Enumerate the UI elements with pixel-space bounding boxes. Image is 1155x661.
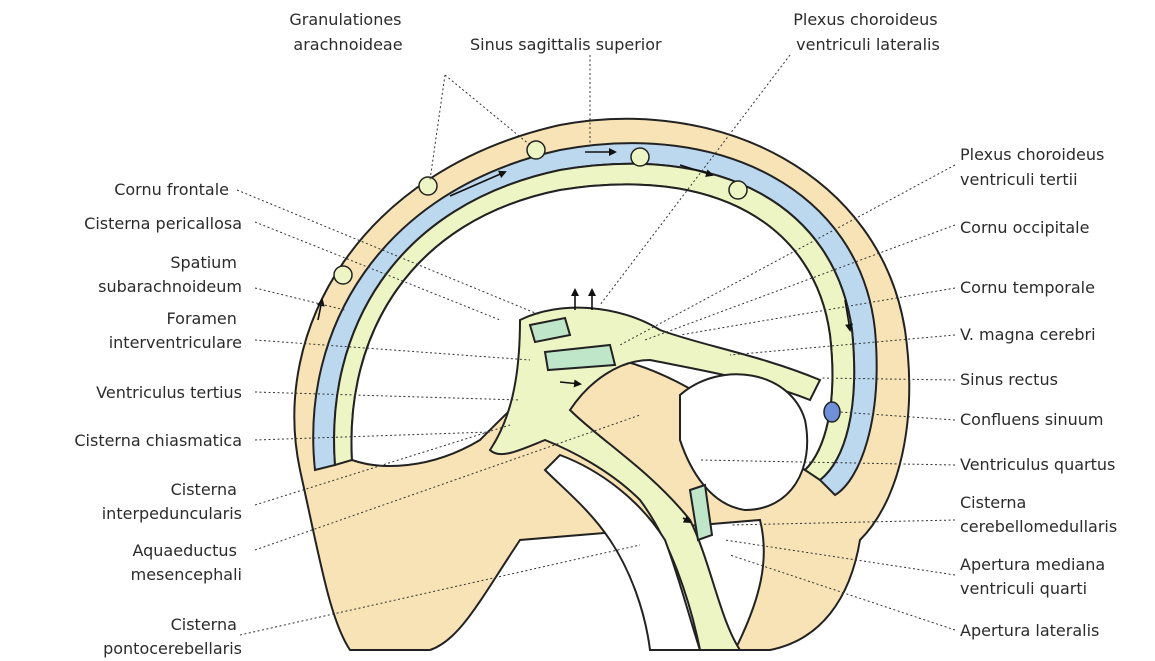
label-granulationes: Granulationes arachnoideae (289, 10, 406, 54)
label-plexus-tertii: Plexus choroideus ventriculi tertii (960, 145, 1109, 189)
label-foramen: Foramen interventriculare (109, 309, 242, 352)
label-cornu-frontale: Cornu frontale (114, 180, 229, 199)
granulation (334, 266, 352, 284)
label-confluens: Confluens sinuum (960, 410, 1104, 429)
label-ventriculus-tertius: Ventriculus tertius (96, 383, 242, 402)
label-cisterna-pericallosa: Cisterna pericallosa (84, 214, 242, 233)
label-sinus-rectus: Sinus rectus (960, 370, 1058, 389)
label-apertura-mediana: Apertura mediana ventriculi quarti (960, 555, 1110, 598)
granulation (527, 141, 545, 159)
label-cornu-temporale: Cornu temporale (960, 278, 1095, 297)
granulation (419, 177, 437, 195)
label-cornu-occipitale: Cornu occipitale (960, 218, 1089, 237)
label-plexus-lateralis: Plexus choroideus ventriculi lateralis (793, 10, 942, 54)
label-v-magna: V. magna cerebri (960, 325, 1096, 344)
label-cisterna-cerebellomedullaris: Cisterna cerebellomedullaris (960, 493, 1117, 536)
confluens-sinuum (824, 402, 840, 422)
label-apertura-lateralis: Apertura lateralis (960, 621, 1099, 640)
label-sinus-sagittalis: Sinus sagittalis superior (470, 35, 662, 54)
label-cisterna-chiasmatica: Cisterna chiasmatica (74, 431, 242, 450)
granulation (729, 181, 747, 199)
granulation (631, 148, 649, 166)
label-cisterna-interpeduncularis: Cisterna interpeduncularis (102, 480, 242, 523)
label-spatium: Spatium subarachnoideum (98, 253, 242, 296)
label-ventriculus-quartus: Ventriculus quartus (960, 455, 1115, 474)
label-cisterna-pontocerebellaris: Cisterna pontocerebellaris (103, 615, 242, 658)
label-aquaeductus: Aquaeductus mesencephali (131, 541, 242, 584)
